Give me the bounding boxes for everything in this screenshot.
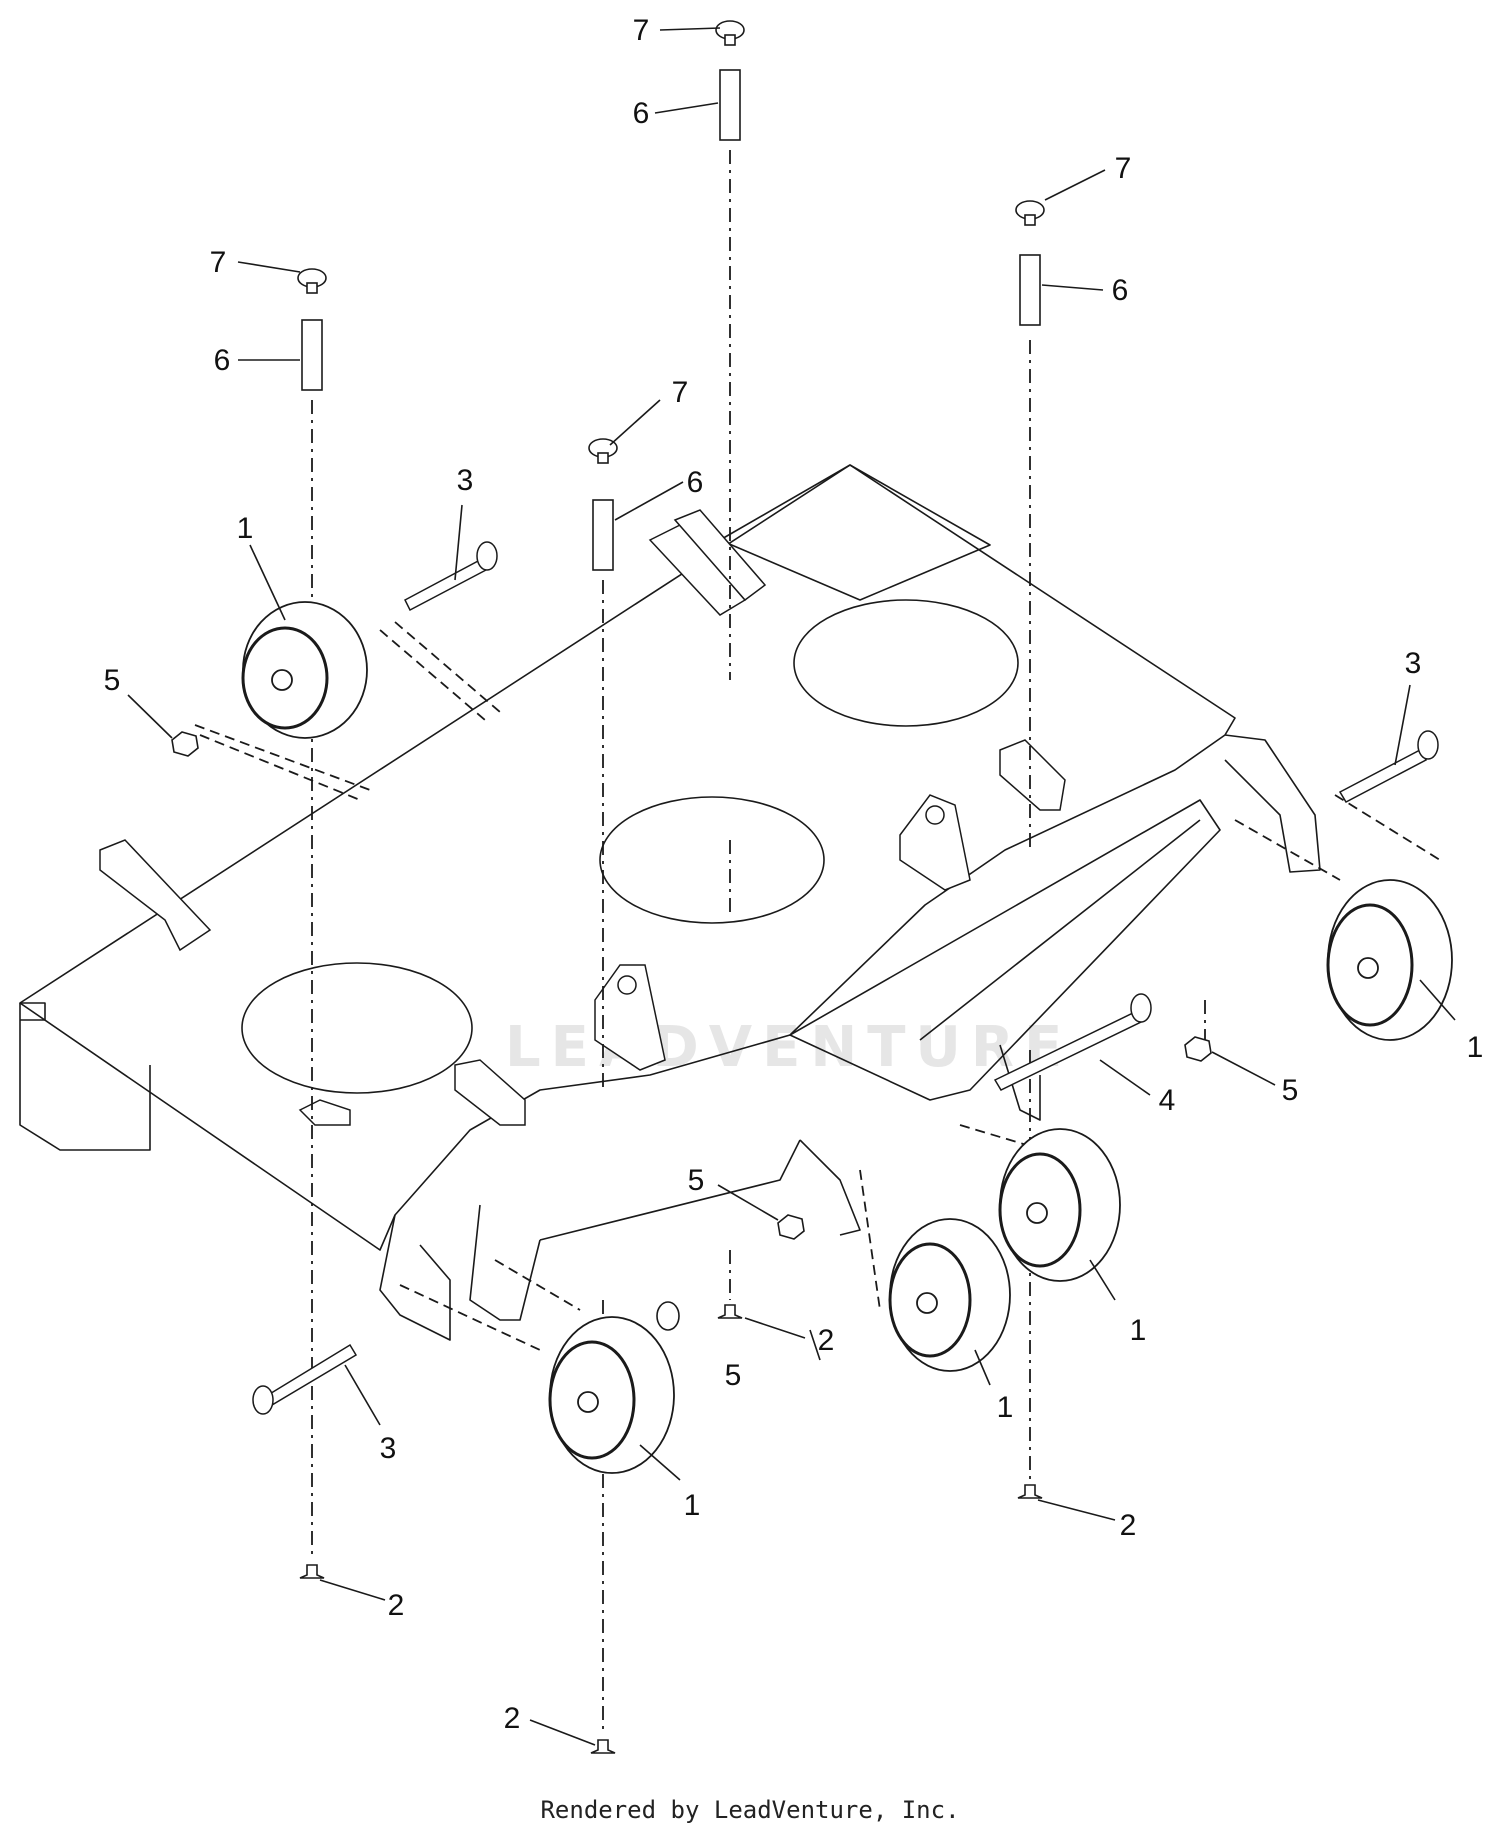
callout-1: 1 [237,512,254,545]
right-roller-bracket [1224,734,1321,873]
lift-bracket-rear-2 [673,509,767,602]
callout-2: 2 [1120,1509,1137,1542]
callout-3: 3 [457,464,474,497]
callout-7: 7 [672,376,689,409]
gauge-bracket-left [454,1059,526,1126]
screw-2-a [717,1304,743,1319]
nut-5-right [1184,1036,1212,1062]
hinge-bracket-center [594,964,666,1071]
roller-left-rear [241,601,368,739]
callout-5: 5 [688,1164,705,1197]
deck-left-skirt [19,1003,151,1151]
callout-5: 5 [1282,1074,1299,1107]
spacer-6-center [719,69,741,141]
callout-7: 7 [210,246,227,279]
callout-7: 7 [633,14,650,47]
bolt-3-right [1338,749,1428,803]
callout-2: 2 [504,1702,521,1735]
callout-6: 6 [633,97,650,130]
callout-4: 4 [1159,1084,1176,1117]
callout-3: 3 [380,1432,397,1465]
callout-1: 1 [684,1489,701,1522]
small-clip-bracket [298,1099,351,1126]
spacer-6-right [1019,254,1041,326]
bolt-4 [993,1011,1143,1091]
callout-6: 6 [687,466,704,499]
roller-right-rear [1326,879,1453,1041]
screw-2-c [299,1564,325,1579]
callout-7: 7 [1115,152,1132,185]
callout-6: 6 [1112,274,1129,307]
spacer-6-left [301,319,323,391]
blade-opening-right [793,599,1019,727]
footer-credit: Rendered by LeadVenture, Inc. [540,1796,960,1824]
blade-opening-center [599,796,825,924]
callout-5: 5 [725,1359,742,1392]
hinge-bracket-right [899,794,971,891]
callout-2: 2 [388,1589,405,1622]
bolt-3-left [404,559,488,612]
roller-front-center [888,1218,1011,1372]
nut-5-front [656,1301,680,1331]
gauge-bracket-right [999,739,1066,811]
nut-5-center [777,1214,805,1240]
screw-2-d [590,1739,616,1754]
callout-1: 1 [1130,1314,1147,1347]
callout-1: 1 [1467,1031,1484,1064]
roller-front-left [548,1316,675,1474]
callout-3: 3 [1405,647,1422,680]
screw-2-b [1017,1484,1043,1499]
callout-2: 2 [818,1324,835,1357]
nut-5-left [171,731,199,757]
spacer-6-mid [592,499,614,571]
lift-bracket-left [99,839,212,952]
blade-opening-left [241,962,473,1094]
deck-top-plate [19,464,1236,1251]
callout-1: 1 [997,1391,1014,1424]
callout-5: 5 [104,664,121,697]
callout-6: 6 [214,344,231,377]
roller-front-right [998,1128,1121,1282]
front-roller-bar [789,799,1221,1101]
front-bracket [379,1214,451,1341]
